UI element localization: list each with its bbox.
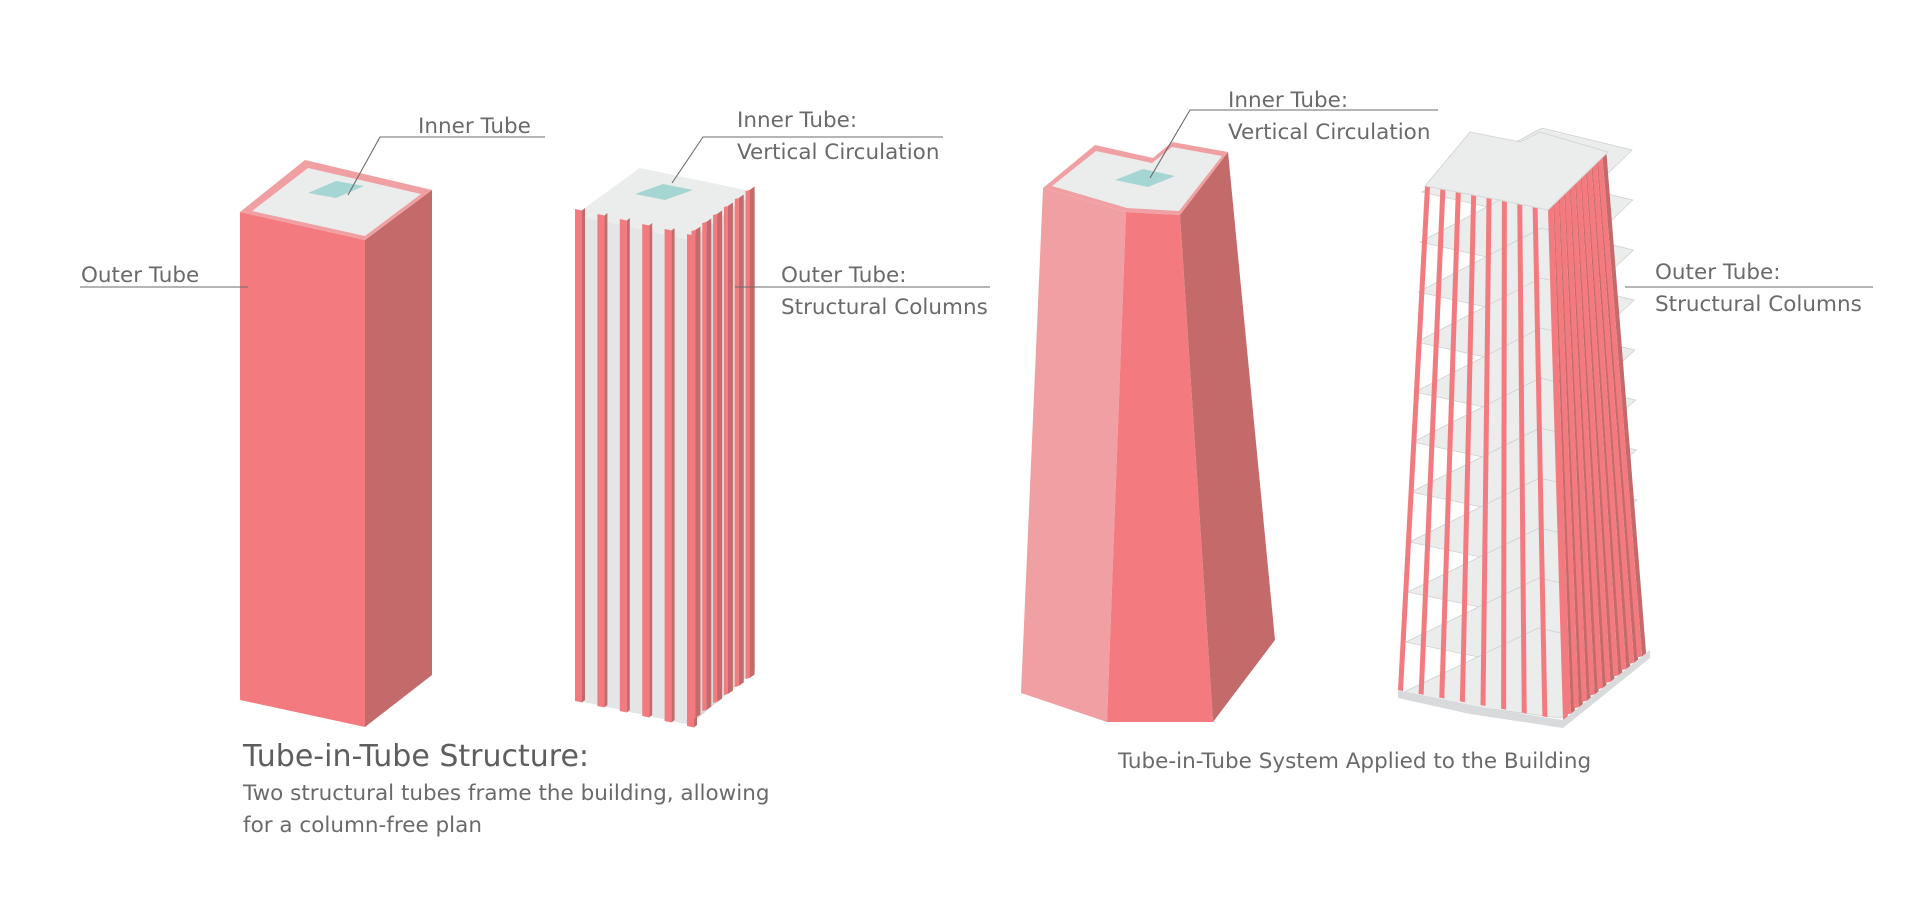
label-vertical-circulation-3: Vertical Circulation	[1228, 120, 1430, 145]
label-structural-columns-4: Structural Columns	[1655, 292, 1862, 317]
framed-column-side-front	[1570, 183, 1603, 690]
framed-column-front	[1439, 192, 1461, 699]
column-side	[706, 218, 712, 710]
caption-left-line-1: Two structural tubes frame the building,…	[242, 781, 770, 806]
column-front	[575, 209, 582, 703]
solid-building-front-face	[1107, 212, 1213, 722]
label-inner-tube-2: Inner Tube:	[737, 108, 857, 133]
column-side-front	[691, 230, 696, 719]
column-side-front	[745, 190, 750, 679]
framed-column-front	[1480, 198, 1492, 706]
column-front	[664, 229, 672, 723]
column-side-front	[734, 198, 739, 687]
framed-column-side-front	[1559, 194, 1587, 702]
label-vertical-circulation-2: Vertical Circulation	[737, 140, 939, 165]
framed-column-side-front	[1597, 157, 1643, 658]
column-front-side	[671, 228, 675, 723]
column-front-side	[626, 218, 630, 713]
column-front-side	[649, 223, 653, 718]
framed-column-side-front	[1592, 162, 1635, 664]
leader-inner-tube-3	[1149, 109, 1438, 179]
framed-column-front	[1418, 189, 1446, 695]
framed-column-front	[1459, 195, 1477, 703]
solid-tube-inner-core	[308, 181, 364, 198]
column-side	[738, 194, 744, 686]
caption-left-title: Tube-in-Tube Structure:	[242, 739, 589, 774]
column-tube-side-columns	[691, 186, 755, 719]
label-outer-tube-4: Outer Tube:	[1655, 260, 1781, 285]
framed-column-front	[1501, 201, 1507, 710]
framed-column-side-front	[1586, 167, 1627, 671]
column-tube-model	[575, 168, 755, 728]
column-front-side	[582, 208, 585, 703]
column-side	[695, 226, 701, 718]
label-outer-tube-2: Outer Tube:	[781, 263, 907, 288]
framed-column-front	[1517, 204, 1527, 714]
label-structural-columns-2: Structural Columns	[781, 295, 988, 320]
label-inner-tube-3: Inner Tube:	[1228, 88, 1348, 113]
column-side-front	[723, 206, 728, 695]
solid-building-inner-core	[1115, 169, 1175, 187]
framed-building-base-slab	[1398, 650, 1650, 728]
framed-building-columns	[1398, 154, 1647, 721]
framed-building-model	[1398, 127, 1650, 728]
column-tube-inner-core	[635, 184, 693, 200]
column-side	[717, 210, 723, 702]
framed-column-side-front	[1564, 188, 1595, 696]
solid-building-left-face	[1021, 188, 1126, 722]
column-side	[727, 202, 733, 694]
solid-tube-roof-slab	[252, 168, 421, 236]
leader-inner-tube-1	[347, 136, 545, 196]
solid-tube-model	[240, 160, 432, 727]
framed-column-side-front	[1575, 178, 1611, 683]
column-side-front	[713, 214, 718, 703]
leader-inner-tube-2	[671, 136, 943, 184]
column-side-front	[702, 222, 707, 711]
framed-column-side	[1602, 154, 1647, 657]
framed-column-front	[1532, 207, 1548, 718]
caption-right-title: Tube-in-Tube System Applied to the Build…	[1117, 749, 1591, 774]
framed-column-front	[1398, 186, 1430, 691]
framed-column-side-front	[1548, 204, 1571, 715]
label-inner-tube: Inner Tube	[418, 114, 531, 139]
solid-tube-side-face	[365, 190, 432, 727]
framed-column-side-front	[1581, 173, 1619, 677]
column-front-side	[604, 213, 608, 708]
caption-left-line-2: for a column-free plan	[243, 813, 482, 838]
framed-column-side-front	[1553, 199, 1579, 709]
label-outer-tube: Outer Tube	[81, 263, 199, 288]
column-side	[749, 186, 755, 678]
leader-lines	[80, 109, 1873, 288]
column-front	[619, 219, 627, 713]
solid-tube-front-face	[240, 212, 365, 727]
framed-building-roof-slab	[1424, 131, 1609, 211]
solid-building-side-face	[1180, 152, 1275, 722]
column-front	[597, 214, 605, 708]
solid-building-model	[1021, 142, 1275, 722]
column-front	[642, 224, 650, 718]
